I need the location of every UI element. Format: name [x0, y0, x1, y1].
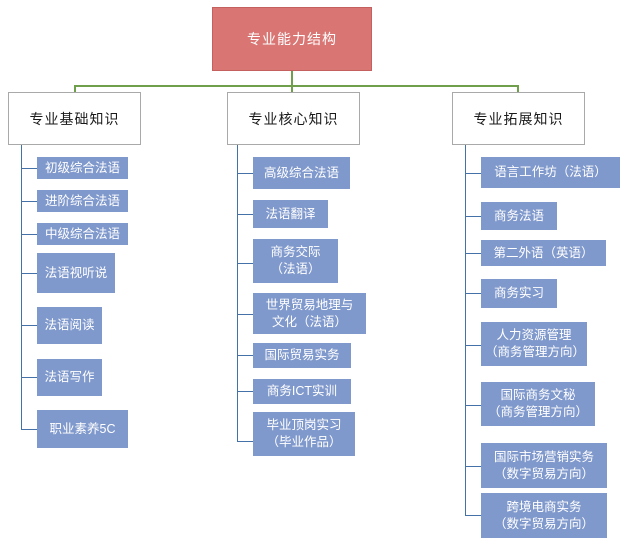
leaf-stub-3-8	[465, 515, 481, 516]
leaf-node[interactable]: 商务实习	[481, 279, 557, 308]
leaf-stub-3-1	[465, 173, 481, 174]
branch-node-label: 专业拓展知识	[473, 110, 564, 127]
branch-node-core[interactable]: 专业核心知识	[227, 92, 360, 145]
leaf-node[interactable]: 商务ICT实训	[253, 379, 351, 404]
leaf-stub-3-5	[465, 345, 481, 346]
leaf-node[interactable]: 法语写作	[37, 359, 102, 396]
branch-node-label: 专业核心知识	[248, 110, 339, 127]
column-spine-2	[237, 145, 238, 442]
leaf-stub-1-5	[21, 325, 37, 326]
leaf-stub-3-6	[465, 405, 481, 406]
leaf-stub-2-2	[237, 214, 253, 215]
branch-drop-connector-3	[517, 85, 519, 93]
root-node-label: 专业能力结构	[247, 31, 337, 47]
leaf-node[interactable]: 世界贸易地理与 文化（法语）	[253, 293, 366, 334]
leaf-node[interactable]: 国际商务文秘 （商务管理方向）	[481, 382, 595, 426]
leaf-stub-1-4	[21, 273, 37, 274]
leaf-node[interactable]: 语言工作坊（法语）	[481, 157, 620, 188]
leaf-stub-1-7	[21, 429, 37, 430]
leaf-stub-3-7	[465, 466, 481, 467]
branch-drop-connector-2	[291, 85, 293, 93]
leaf-stub-3-3	[465, 253, 481, 254]
leaf-node[interactable]: 跨境电商实务 （数字贸易方向）	[481, 493, 607, 538]
leaf-node[interactable]: 初级综合法语	[37, 157, 128, 179]
column-spine-3	[465, 145, 466, 515]
leaf-stub-2-1	[237, 173, 253, 174]
leaf-stub-2-7	[237, 441, 253, 442]
leaf-node[interactable]: 中级综合法语	[37, 223, 128, 245]
root-bus-connector	[74, 85, 519, 87]
root-stem-connector	[291, 71, 293, 93]
column-spine-1	[21, 145, 22, 429]
leaf-stub-2-5	[237, 355, 253, 356]
branch-node-foundation[interactable]: 专业基础知识	[8, 92, 141, 145]
leaf-node[interactable]: 国际市场营销实务 （数字贸易方向）	[481, 443, 607, 488]
branch-drop-connector-1	[74, 85, 76, 93]
leaf-stub-2-3	[237, 263, 253, 264]
leaf-stub-2-6	[237, 391, 253, 392]
leaf-node[interactable]: 法语翻译	[253, 200, 328, 228]
leaf-stub-1-3	[21, 234, 37, 235]
leaf-node[interactable]: 商务法语	[481, 202, 557, 230]
root-node[interactable]: 专业能力结构	[212, 7, 372, 71]
leaf-node[interactable]: 人力资源管理 （商务管理方向）	[481, 322, 587, 366]
leaf-stub-3-4	[465, 293, 481, 294]
leaf-stub-1-6	[21, 377, 37, 378]
branch-node-extension[interactable]: 专业拓展知识	[452, 92, 585, 145]
leaf-node[interactable]: 商务交际 （法语）	[253, 239, 338, 283]
leaf-node[interactable]: 法语视听说	[37, 253, 115, 293]
leaf-node[interactable]: 国际贸易实务	[253, 343, 351, 368]
leaf-node[interactable]: 进阶综合法语	[37, 190, 128, 212]
leaf-node[interactable]: 第二外语（英语）	[481, 240, 606, 266]
branch-node-label: 专业基础知识	[29, 110, 120, 127]
leaf-stub-2-4	[237, 314, 253, 315]
leaf-stub-1-2	[21, 201, 37, 202]
leaf-node[interactable]: 高级综合法语	[253, 157, 350, 189]
leaf-stub-1-1	[21, 168, 37, 169]
leaf-node[interactable]: 法语阅读	[37, 307, 102, 344]
leaf-stub-3-2	[465, 216, 481, 217]
leaf-node[interactable]: 毕业顶岗实习 （毕业作品）	[253, 412, 355, 456]
leaf-node[interactable]: 职业素养5C	[37, 410, 128, 448]
